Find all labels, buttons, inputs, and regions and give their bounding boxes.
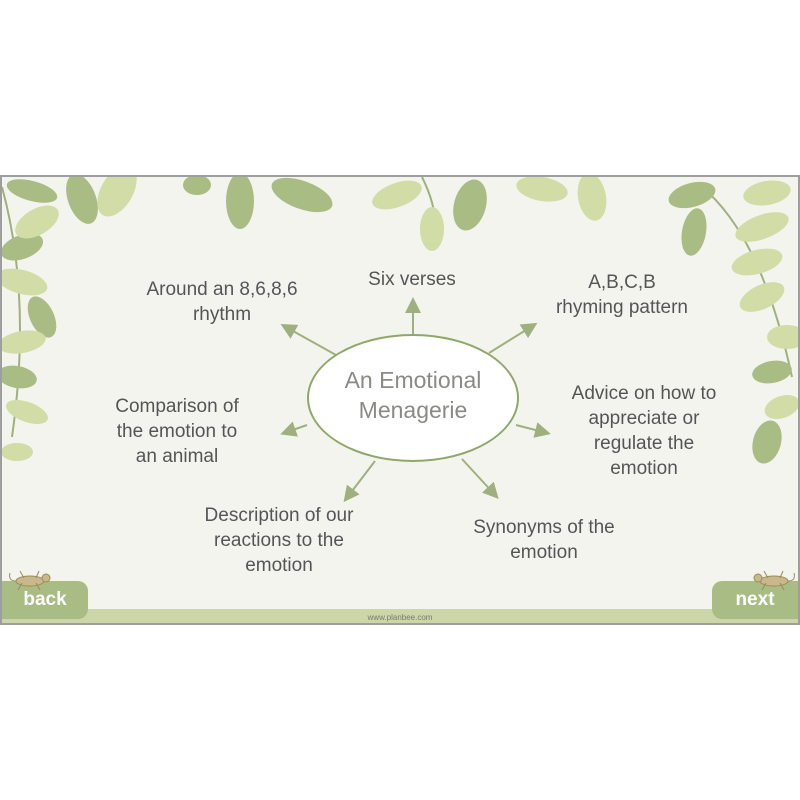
- gecko-icon: [9, 570, 51, 591]
- back-button[interactable]: back: [2, 581, 88, 619]
- connector-arrows: [280, 297, 551, 503]
- gecko-icon: [753, 570, 795, 591]
- slide: An Emotional Menagerie Six verses Around…: [0, 175, 800, 625]
- node-description: Description of our reactions to the emot…: [204, 505, 354, 576]
- center-ellipse: [307, 334, 519, 462]
- node-advice: Advice on how to appreciate or regulate …: [571, 383, 717, 479]
- bottom-bar: [2, 609, 798, 623]
- node-comparison: Comparison of the emotion to an animal: [115, 396, 239, 467]
- node-rhythm: Around an 8,6,8,6 rhythm: [146, 279, 298, 325]
- center-title-line2: Menagerie: [358, 397, 468, 423]
- center-title: An Emotional Menagerie: [307, 365, 519, 425]
- node-rhyming-pattern: A,B,C,B rhyming pattern: [555, 272, 688, 318]
- center-title-line1: An Emotional: [344, 367, 482, 393]
- footer-url: www.planbee.com: [367, 613, 433, 622]
- node-six-verses: Six verses: [368, 269, 456, 290]
- leaf-decoration: [2, 177, 798, 464]
- node-synonyms: Synonyms of the emotion: [473, 517, 615, 563]
- next-button[interactable]: next: [712, 581, 798, 619]
